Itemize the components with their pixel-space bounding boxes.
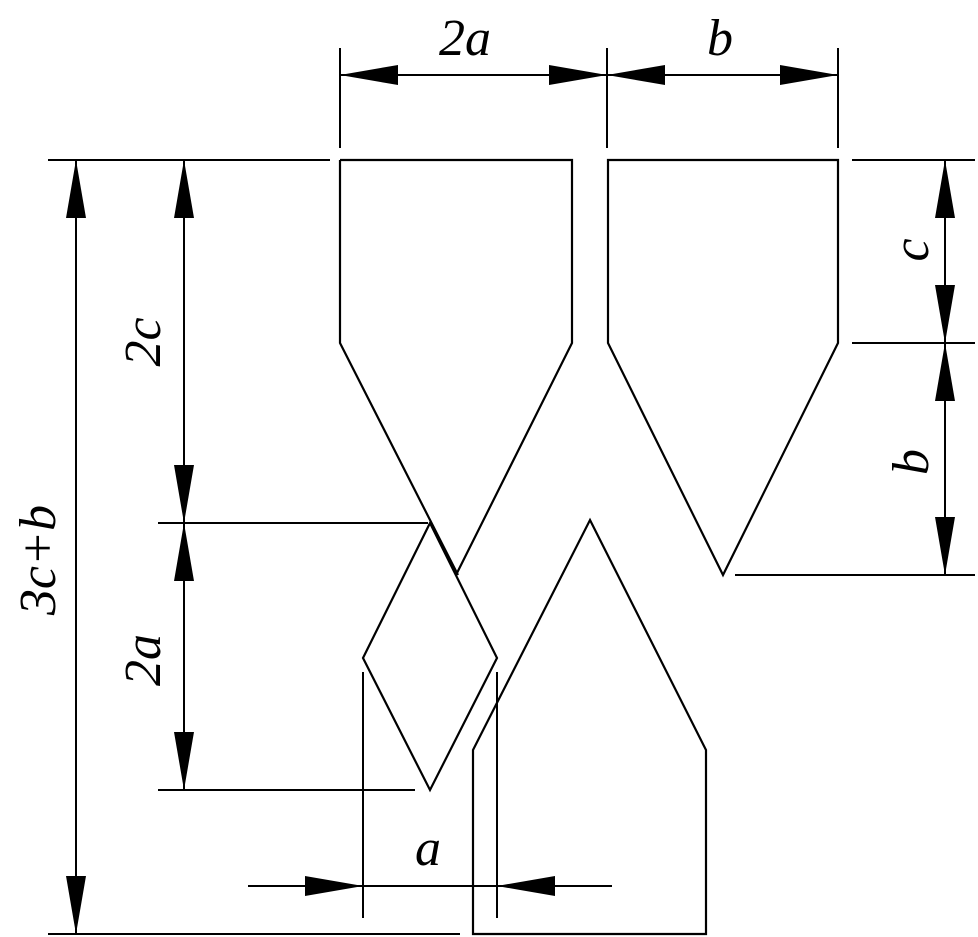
arrowhead [174, 160, 194, 218]
right-upper-pentagon [606, 158, 840, 578]
diamond-shape [361, 520, 499, 793]
arrowhead [780, 65, 838, 85]
arrowhead [935, 285, 955, 343]
arrowhead [340, 65, 398, 85]
arrowhead [305, 876, 363, 896]
label-top-2a: 2a [439, 10, 491, 67]
arrowhead [66, 160, 86, 218]
dimension-lines [66, 65, 955, 934]
label-total-height: 3c+b [10, 505, 67, 616]
label-left-2c: 2c [115, 317, 172, 366]
arrowhead [935, 343, 955, 401]
arrowhead [66, 876, 86, 934]
label-right-c: c [883, 238, 940, 261]
label-right-b: b [883, 449, 940, 475]
lower-pentagon [471, 517, 708, 936]
arrowhead [607, 65, 665, 85]
extension-lines [48, 48, 975, 935]
arrowhead [497, 876, 555, 896]
arrowhead [174, 465, 194, 523]
arrowhead [549, 65, 607, 85]
dimension-labels: 2a b 3c+b 2c 2a c b a [10, 10, 940, 877]
arrowhead [174, 732, 194, 790]
shapes [338, 158, 840, 936]
label-left-2a: 2a [115, 634, 172, 686]
arrowhead [935, 160, 955, 218]
arrowhead [174, 523, 194, 581]
label-bottom-a: a [415, 820, 441, 877]
left-upper-pentagon [338, 158, 574, 576]
arrowhead [935, 517, 955, 575]
label-top-b: b [707, 10, 733, 67]
